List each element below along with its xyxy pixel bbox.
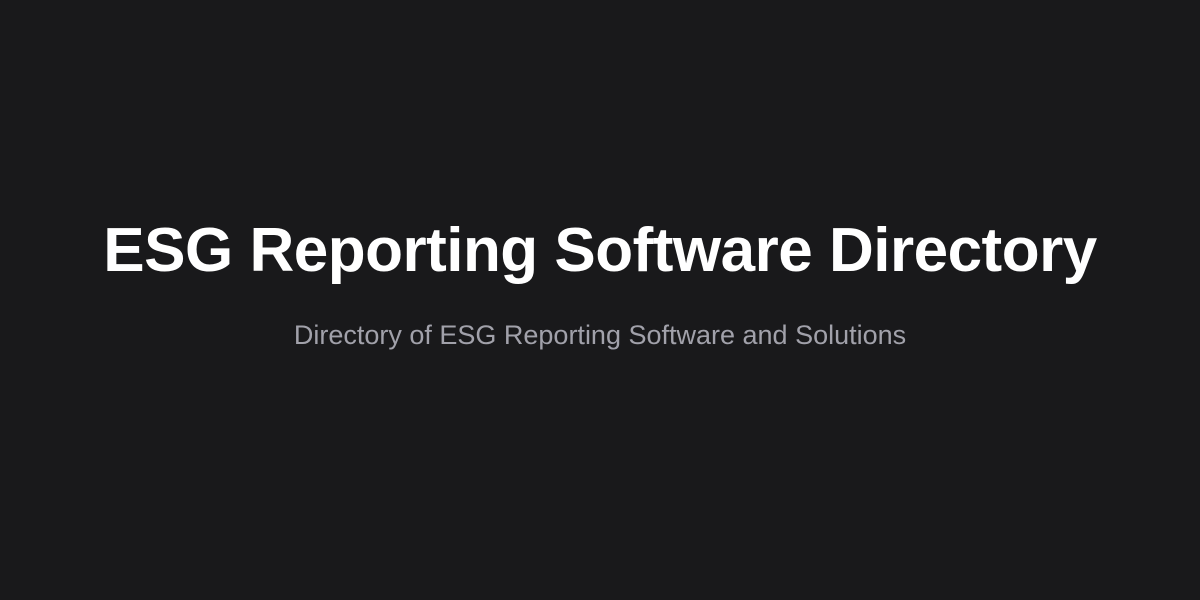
page-title: ESG Reporting Software Directory: [103, 216, 1097, 285]
page-subtitle: Directory of ESG Reporting Software and …: [293, 320, 907, 350]
